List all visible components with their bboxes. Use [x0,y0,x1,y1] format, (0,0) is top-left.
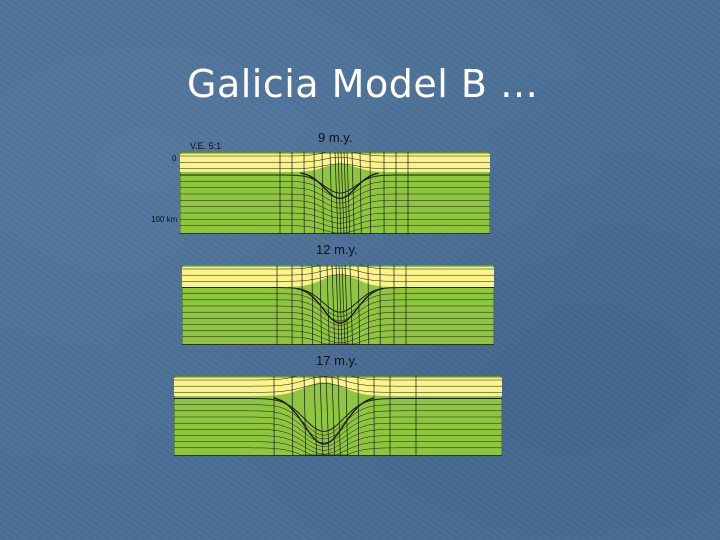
panel-1-time-label: 9 m.y. [318,130,353,145]
vertical-exaggeration-label: V.E. 5:1 [190,141,222,151]
model-panel-9my [180,152,490,234]
model-panel-12my [182,265,494,345]
model-panel-17my [174,376,502,456]
depth-top-label: 0 [172,154,177,163]
panel-2-time-label: 12 m.y. [316,242,358,257]
panel-3-time-label: 17 m.y. [316,353,358,368]
slide-title: Galicia Model B … [187,62,539,106]
depth-bottom-label: 100 km [151,215,178,224]
